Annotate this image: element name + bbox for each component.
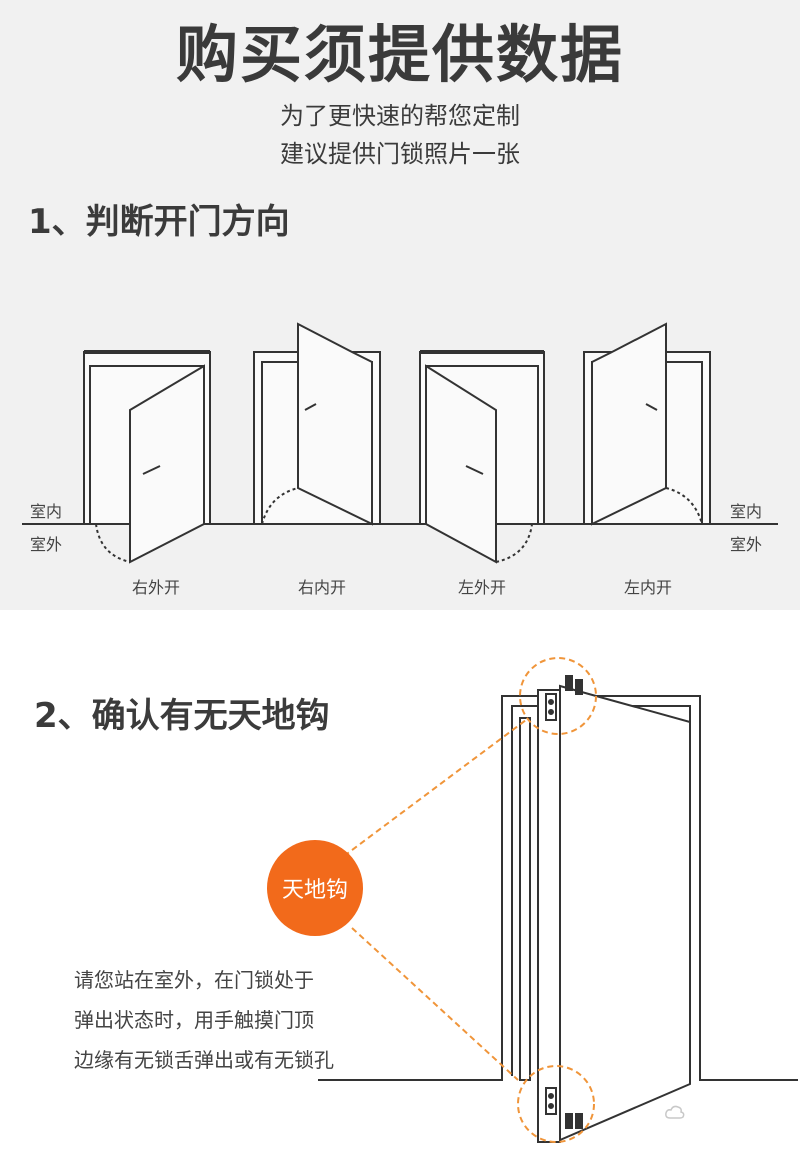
top-bolt-highlight — [519, 657, 597, 735]
door-label-2: 右内开 — [297, 578, 346, 597]
outdoor-label-right: 室外 — [730, 535, 763, 554]
door-left-inward — [583, 322, 711, 526]
watermark-logo — [665, 1102, 685, 1122]
door-label-1: 右外开 — [131, 578, 180, 597]
cloud-icon — [665, 1105, 685, 1119]
note-line-1: 请您站在室外，在门锁处于 — [74, 968, 314, 992]
flush-bolt-badge: 天地钩 — [267, 840, 363, 936]
door-leaf — [559, 684, 691, 1142]
door-right-inward — [253, 322, 381, 526]
door-stop — [519, 717, 531, 1081]
door-label-4: 左内开 — [623, 578, 672, 597]
outdoor-label-left: 室外 — [30, 535, 63, 554]
indoor-label-left: 室内 — [30, 502, 63, 521]
subtitle-line-1: 为了更快速的帮您定制 — [280, 102, 520, 130]
note-line-2: 弹出状态时，用手触摸门顶 — [74, 1008, 314, 1032]
door-direction-diagram — [22, 322, 778, 564]
section-2-title: 2、确认有无天地钩 — [34, 696, 330, 736]
door-edge — [537, 689, 561, 1143]
subtitle-line-2: 建议提供门锁照片一张 — [280, 140, 520, 168]
page-title: 购买须提供数据 — [175, 18, 624, 91]
door-left-outward — [419, 350, 545, 564]
door-label-3: 左外开 — [457, 578, 506, 597]
note-line-3: 边缘有无锁舌弹出或有无锁孔 — [74, 1048, 334, 1072]
indoor-label-right: 室内 — [730, 502, 763, 521]
section-1-title: 1、判断开门方向 — [28, 202, 290, 242]
door-right-outward — [83, 350, 211, 564]
wall-outline — [318, 695, 798, 1081]
bottom-bolt-highlight — [517, 1065, 595, 1143]
